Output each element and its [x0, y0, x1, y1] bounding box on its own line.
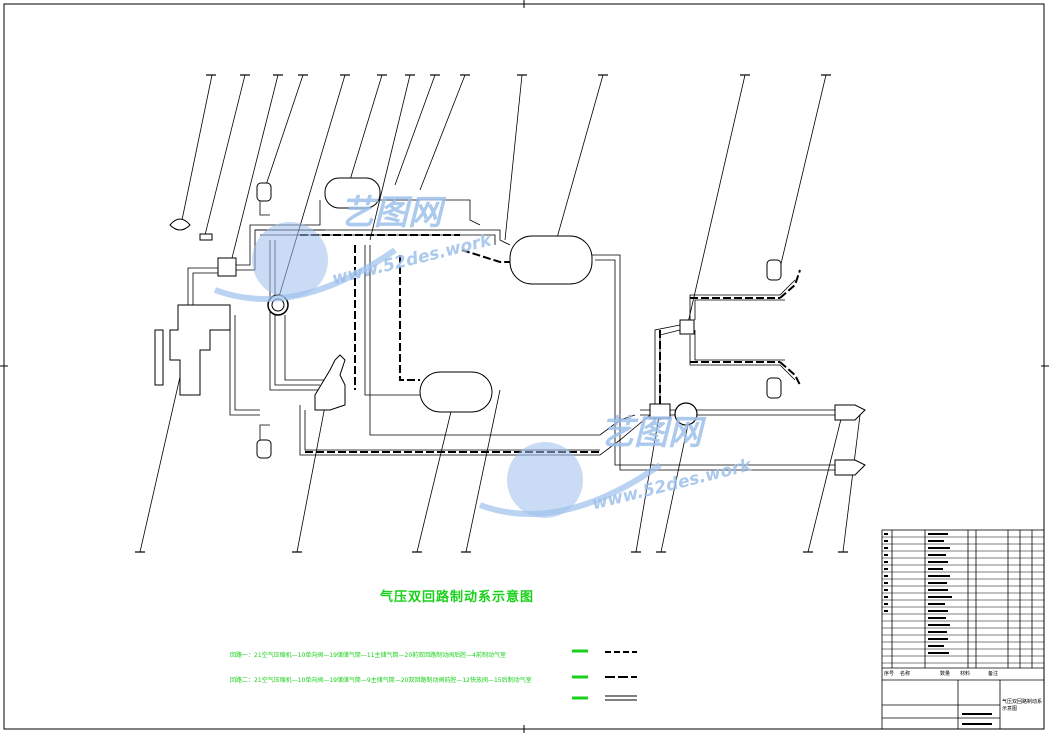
- horn: [169, 218, 191, 231]
- rear-valve: [679, 319, 695, 335]
- air-tanks: [324, 177, 593, 413]
- main-tank-right: [509, 235, 593, 285]
- front-brake-chamber-top: [256, 182, 272, 202]
- brake-valve: [314, 354, 346, 411]
- air-compressor: [169, 304, 231, 396]
- check-valve: [217, 257, 237, 277]
- bom-text-blocks: [884, 533, 992, 725]
- title-block-header-notes: 备注: [988, 671, 999, 677]
- compressor-pulley: [154, 329, 164, 386]
- bom-rows: [882, 536, 1044, 664]
- front-brake-chamber-bottom: [256, 439, 272, 459]
- legend-circuit-1: 回路一：21空气压缩机—10单向阀—19储储气筒—11主储气筒—20前双回路制动…: [230, 652, 506, 659]
- title-block-header-no: 序号: [884, 671, 895, 677]
- leader-lines-bottom: [139, 354, 861, 553]
- title-block-header-name: 名称: [900, 671, 911, 677]
- callout-ticks: [135, 74, 848, 553]
- watermark-swoosh: [213, 247, 662, 517]
- watermark-brand-top: 艺图网: [340, 193, 442, 233]
- main-tank-bottom: [419, 371, 493, 413]
- title-block: [881, 529, 1045, 730]
- quick-release-valve: [674, 402, 698, 426]
- title-block-header-qty: 数量: [940, 671, 951, 677]
- small-parts: [169, 218, 213, 241]
- legend-line-samples: [572, 649, 637, 701]
- rear-brake-chamber-top: [766, 259, 782, 281]
- legend-circuit-2: 回路二：21空气压缩机—10单向阀—19储储气筒—9主储气筒—20双回路制动阀前…: [230, 677, 532, 684]
- diagram-title: 气压双回路制动系示意图: [380, 590, 535, 605]
- title-block-drawing-name: 气压双回路制动系示意图: [1002, 699, 1043, 712]
- pressure-switch: [199, 233, 213, 241]
- watermark-brand-bottom: 艺图网: [600, 413, 702, 453]
- rear-brake-chamber-bottom: [766, 377, 782, 399]
- compressor-assembly: [154, 257, 237, 396]
- rear-fittings: [834, 404, 866, 476]
- brake-chambers: [256, 182, 782, 459]
- watermark-globes: [252, 222, 583, 518]
- relay-valve: [649, 403, 671, 419]
- reservoir-tank-top: [324, 177, 381, 209]
- title-block-header-material: 材料: [960, 671, 971, 677]
- dual-circuit-brake-valve: [314, 354, 346, 411]
